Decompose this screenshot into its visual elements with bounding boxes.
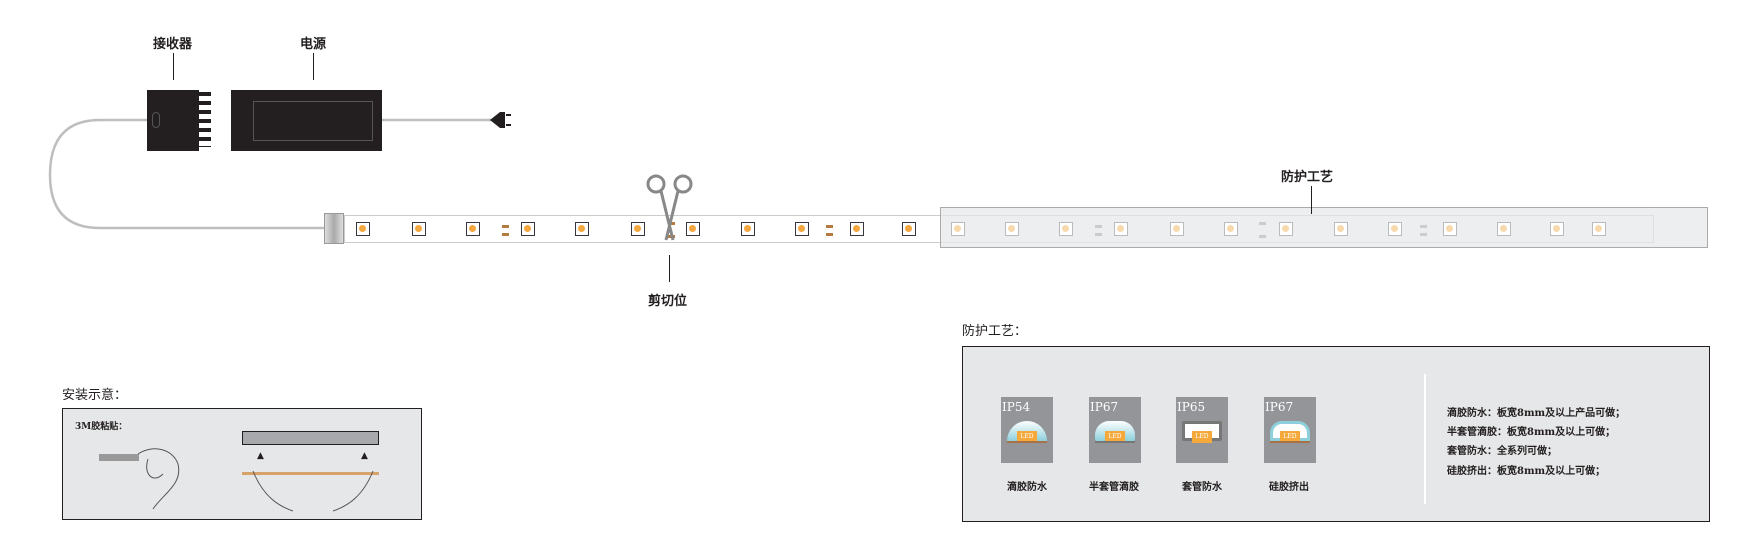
end-cap [324,213,344,244]
protection-note: 硅胶挤出：板宽8mm及以上可做； [1447,466,1606,477]
protection-leader [1311,186,1312,214]
protection-note: 半套管滴胶：板宽8mm及以上可做； [1447,427,1616,438]
protection-panel-title: 防护工艺： [962,324,1028,339]
ip-card-label: 滴胶防水 [1007,482,1047,493]
receiver-leader [173,53,174,80]
cable-drawing [48,112,511,230]
ip-card-label: 半套管滴胶 [1089,482,1139,493]
power-supply-box [231,90,382,151]
tape-strip [99,454,139,461]
hand-peeling-icon [137,448,180,510]
adhesive-label: 3M胶粘贴： [75,422,128,432]
protection-label: 防护工艺 [1281,170,1334,185]
scissors-icon [646,174,693,241]
hands-icon [252,470,374,512]
receiver-label: 接收器 [153,37,193,52]
power-label: 电源 [300,37,327,52]
cut-leader [669,255,670,282]
divider [1424,374,1426,504]
ip-card-label: 硅胶挤出 [1269,482,1309,493]
install-title: 安装示意： [62,388,128,403]
mounting-surface [242,431,379,445]
receiver-box [147,90,199,151]
power-leader [313,53,314,80]
receiver-pins [199,92,211,147]
protection-note: 滴胶防水：板宽8mm及以上产品可做； [1447,408,1626,419]
protection-panel [962,346,1710,522]
arrow-up-icon: ▲ [361,451,368,461]
protection-note: 套管防水：全系列可做； [1447,446,1557,457]
install-panel: 3M胶粘贴： ▲ ▲ [62,408,422,520]
led-strip-install [242,472,379,475]
ip-card-label: 套管防水 [1182,482,1222,493]
cut-label: 剪切位 [648,294,688,309]
arrow-up-icon: ▲ [257,451,264,461]
